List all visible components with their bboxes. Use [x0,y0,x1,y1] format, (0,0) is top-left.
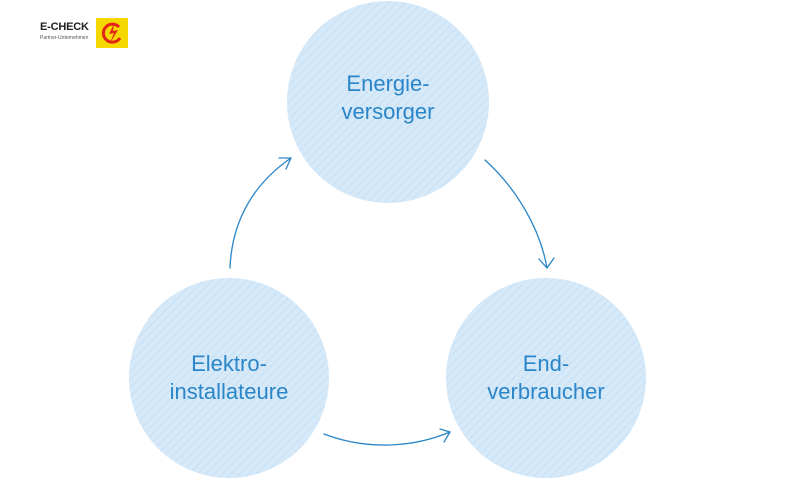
arrow-installer-to-consumer [323,431,451,446]
end-consumer-label: End- verbraucher [446,350,646,406]
lightning-circle-icon [96,18,128,48]
electrician-label-line1: Elektro- [191,351,267,376]
end-consumer-label-line2: verbraucher [487,379,605,404]
energy-supplier-label-line1: Energie- [346,71,430,96]
logo-wordmark: E-CHECK [40,21,89,33]
arrow-installer-to-consumer-head [439,428,451,443]
energy-supplier-circle [287,1,489,203]
end-consumer-circle [446,278,646,478]
e-check-logo: E-CHECK Partner-Unternehmen [40,18,132,48]
energy-supplier-label-line2: versorger [341,99,435,124]
arrow-installer-to-supplier-head [278,157,293,170]
arrow-supplier-to-consumer [484,159,548,269]
electrician-label-line2: installateure [169,379,289,404]
energy-supplier-label: Energie- versorger [288,70,488,126]
logo-subtitle: Partner-Unternehmen [40,35,89,41]
electrician-circle [129,278,329,478]
end-consumer-label-line1: End- [522,351,570,376]
arrow-installer-to-supplier [229,157,292,269]
electrician-label: Elektro- installateure [129,350,329,406]
arrow-supplier-to-consumer-head [538,257,555,270]
